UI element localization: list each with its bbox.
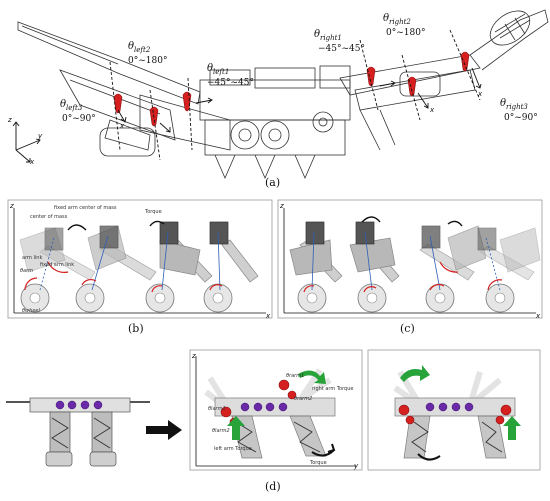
theta-subscript: right2 <box>389 18 411 26</box>
label-fixed-arm-com: fixed arm center of mass <box>54 205 117 211</box>
caption-d: (d) <box>265 480 281 493</box>
caption-c: (c) <box>400 322 415 335</box>
theta-symbol: θ <box>128 41 135 52</box>
label-theta-left2: θleft2 <box>128 42 150 55</box>
panel-d-right-robot <box>393 365 521 461</box>
theta-symbol: θ <box>314 29 321 40</box>
caption-a: (a) <box>265 176 281 189</box>
label-theta-rarm2: θrarm2 <box>294 396 313 402</box>
theta-subscript: right3 <box>506 103 528 111</box>
label-theta-right2: θright2 <box>383 14 411 27</box>
label-center-of-mass: center of mass <box>30 214 68 220</box>
axis-label-y-a: y <box>38 132 43 140</box>
label-theta-rarm1: θrarm1 <box>286 373 305 379</box>
label-theta-right3: θright3 <box>500 99 528 112</box>
panel-b-robots <box>19 220 259 313</box>
theta-subscript: left3 <box>66 104 83 112</box>
axis-label-z-b: z <box>10 202 14 210</box>
axis-label-z-a: z <box>8 116 12 124</box>
axis-label-x-right-joint: x <box>430 106 435 114</box>
label-left-arm-torque: left arm Torque <box>214 446 252 452</box>
label-theta-larm2: θlarm2 <box>212 428 230 434</box>
theta-symbol: θ <box>383 13 390 24</box>
axis-label-x-a: x <box>30 158 35 166</box>
transition-arrow <box>146 420 182 440</box>
axis-label-x-b: x <box>266 312 271 320</box>
label-arm-link: arm link <box>22 255 43 261</box>
label-fixed-arm-link: fixed arm link <box>40 262 75 268</box>
label-theta-left3: θleft3 <box>60 100 82 113</box>
range-right2: 0°~180° <box>386 28 426 38</box>
panel-d-front-robot <box>6 397 150 467</box>
theta-subscript: right1 <box>320 34 342 42</box>
joint-axes-a <box>109 29 482 161</box>
label-torque-b: Torque <box>145 209 162 215</box>
range-left2: 0°~180° <box>128 56 168 66</box>
caption-b: (b) <box>128 322 144 335</box>
theta-symbol: θ <box>207 63 214 74</box>
label-torque-d: Torque <box>310 460 327 466</box>
label-theta-wheel: θwheel <box>22 308 40 314</box>
axis-label-z-c: z <box>280 202 284 210</box>
label-theta-larm1: θlarm1 <box>208 406 226 412</box>
coordinate-frame-a <box>12 121 41 163</box>
label-theta-right1: θright1 <box>314 30 342 43</box>
axis-label-z-d: z <box>192 352 196 360</box>
range-right3: 0°~90° <box>504 113 538 123</box>
robot-body-drawing <box>199 65 351 180</box>
theta-symbol: θ <box>60 99 67 110</box>
panel-c-robots <box>289 216 541 313</box>
label-theta-arm: θarm <box>20 268 34 274</box>
theta-subscript: left1 <box>213 68 230 76</box>
left-arm-drawing <box>17 21 231 157</box>
axis-label-y-d: y <box>354 462 359 470</box>
theta-symbol: θ <box>500 98 507 109</box>
range-right1: −45°~45° <box>318 44 365 54</box>
axis-label-x-c: x <box>536 312 541 320</box>
axis-label-x-right3-joint: x <box>478 90 483 98</box>
label-right-arm-torque: right arm Torque <box>312 386 354 392</box>
range-left3: 0°~90° <box>62 114 96 124</box>
range-left1: −45°~45° <box>207 78 254 88</box>
axis-label-x-left-joint: x <box>120 122 125 130</box>
label-theta-left1: θleft1 <box>207 64 229 77</box>
panel-d-middle-robot <box>204 368 336 459</box>
theta-subscript: left2 <box>134 46 151 54</box>
